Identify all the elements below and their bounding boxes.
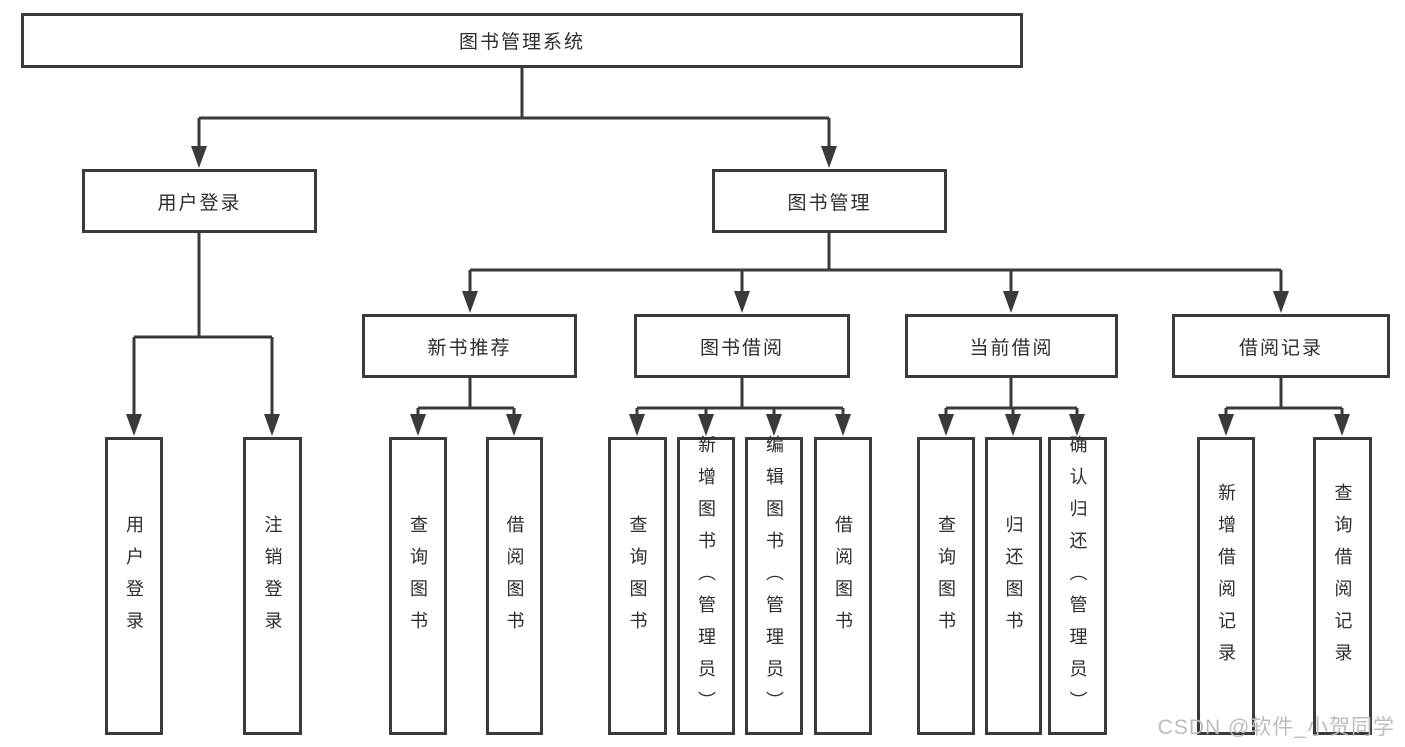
leaf-search-books-recommend-label: 查询图书 bbox=[408, 515, 428, 643]
connector-records-to-leaves bbox=[1224, 378, 1344, 414]
node-current-borrow: 当前借阅 bbox=[905, 314, 1118, 378]
watermark: CSDN @软件_小贺同学 bbox=[1157, 716, 1395, 739]
arrowhead-icon bbox=[1069, 414, 1085, 436]
node-book-borrow: 图书借阅 bbox=[634, 314, 850, 378]
connector-bookmgmt-to-level2 bbox=[468, 233, 1283, 291]
leaf-search-books-borrow-label: 查询图书 bbox=[627, 515, 648, 643]
node-user-login: 用户登录 bbox=[82, 169, 317, 233]
arrowhead-icon bbox=[1003, 291, 1019, 313]
connector-recommend-to-leaves bbox=[416, 378, 516, 414]
arrowhead-icon bbox=[1273, 291, 1289, 313]
leaf-user-login: 用户登录 bbox=[105, 437, 163, 735]
arrowhead-icon bbox=[1005, 414, 1021, 436]
arrowhead-icon bbox=[821, 146, 837, 168]
leaf-add-book-admin: 新增图书（管理员） bbox=[677, 435, 735, 735]
arrowhead-icon bbox=[698, 414, 714, 436]
leaf-add-book-admin-label: 新增图书（管理员） bbox=[696, 435, 716, 723]
leaf-add-borrow-record-label: 新增借阅记录 bbox=[1216, 483, 1236, 675]
leaf-search-books-borrow: 查询图书 bbox=[608, 437, 667, 735]
arrowhead-icon bbox=[462, 291, 478, 313]
leaf-add-borrow-record: 新增借阅记录 bbox=[1197, 437, 1255, 735]
leaf-borrow-books: 借阅图书 bbox=[814, 437, 872, 735]
connector-borrow-to-leaves bbox=[635, 378, 845, 414]
arrowhead-icon bbox=[629, 414, 645, 436]
leaf-borrow-books-recommend: 借阅图书 bbox=[486, 437, 543, 735]
node-book-management: 图书管理 bbox=[712, 169, 947, 233]
arrowhead-icon bbox=[191, 146, 207, 168]
leaf-search-books-current-label: 查询图书 bbox=[936, 515, 956, 643]
leaf-search-books-recommend: 查询图书 bbox=[389, 437, 447, 735]
leaf-confirm-return-admin: 确认归还（管理员） bbox=[1048, 435, 1107, 735]
arrowhead-icon bbox=[734, 291, 750, 313]
node-book-management-label: 图书管理 bbox=[787, 192, 872, 214]
arrowhead-icon bbox=[1218, 414, 1234, 436]
connector-current-to-leaves bbox=[944, 378, 1079, 414]
connector-userlogin-to-leaves bbox=[132, 233, 274, 414]
leaf-borrow-books-recommend-label: 借阅图书 bbox=[504, 515, 525, 643]
arrowhead-icon bbox=[938, 414, 954, 436]
leaf-borrow-books-label: 借阅图书 bbox=[833, 515, 853, 643]
leaf-return-book: 归还图书 bbox=[985, 437, 1042, 735]
arrowhead-icon bbox=[766, 414, 782, 436]
leaf-logout: 注销登录 bbox=[243, 437, 302, 735]
leaf-user-login-label: 用户登录 bbox=[124, 515, 144, 643]
node-library-system: 图书管理系统 bbox=[21, 13, 1023, 68]
connector-root-to-level1 bbox=[197, 68, 831, 146]
node-user-login-label: 用户登录 bbox=[157, 192, 242, 214]
arrowhead-icon bbox=[1334, 414, 1350, 436]
leaf-edit-book-admin-label: 编辑图书（管理员） bbox=[764, 435, 784, 723]
leaf-return-book-label: 归还图书 bbox=[1003, 515, 1024, 643]
arrowhead-icon bbox=[264, 414, 280, 436]
arrowhead-icon bbox=[835, 414, 851, 436]
leaf-search-books-current: 查询图书 bbox=[917, 437, 975, 735]
leaf-confirm-return-admin-label: 确认归还（管理员） bbox=[1067, 435, 1088, 723]
node-library-system-label: 图书管理系统 bbox=[458, 32, 585, 53]
node-new-book-recommend: 新书推荐 bbox=[362, 314, 577, 378]
arrowhead-icon bbox=[410, 414, 426, 436]
leaf-logout-label: 注销登录 bbox=[262, 515, 283, 643]
arrowhead-icon bbox=[126, 414, 142, 436]
leaf-edit-book-admin: 编辑图书（管理员） bbox=[745, 435, 803, 735]
node-new-book-recommend-label: 新书推荐 bbox=[427, 337, 512, 359]
leaf-search-borrow-record: 查询借阅记录 bbox=[1313, 437, 1372, 735]
node-borrow-records: 借阅记录 bbox=[1172, 314, 1390, 378]
node-current-borrow-label: 当前借阅 bbox=[969, 337, 1054, 359]
arrowhead-icon bbox=[506, 414, 522, 436]
node-book-borrow-label: 图书借阅 bbox=[699, 337, 784, 359]
node-borrow-records-label: 借阅记录 bbox=[1238, 337, 1323, 359]
leaf-search-borrow-record-label: 查询借阅记录 bbox=[1332, 483, 1353, 675]
